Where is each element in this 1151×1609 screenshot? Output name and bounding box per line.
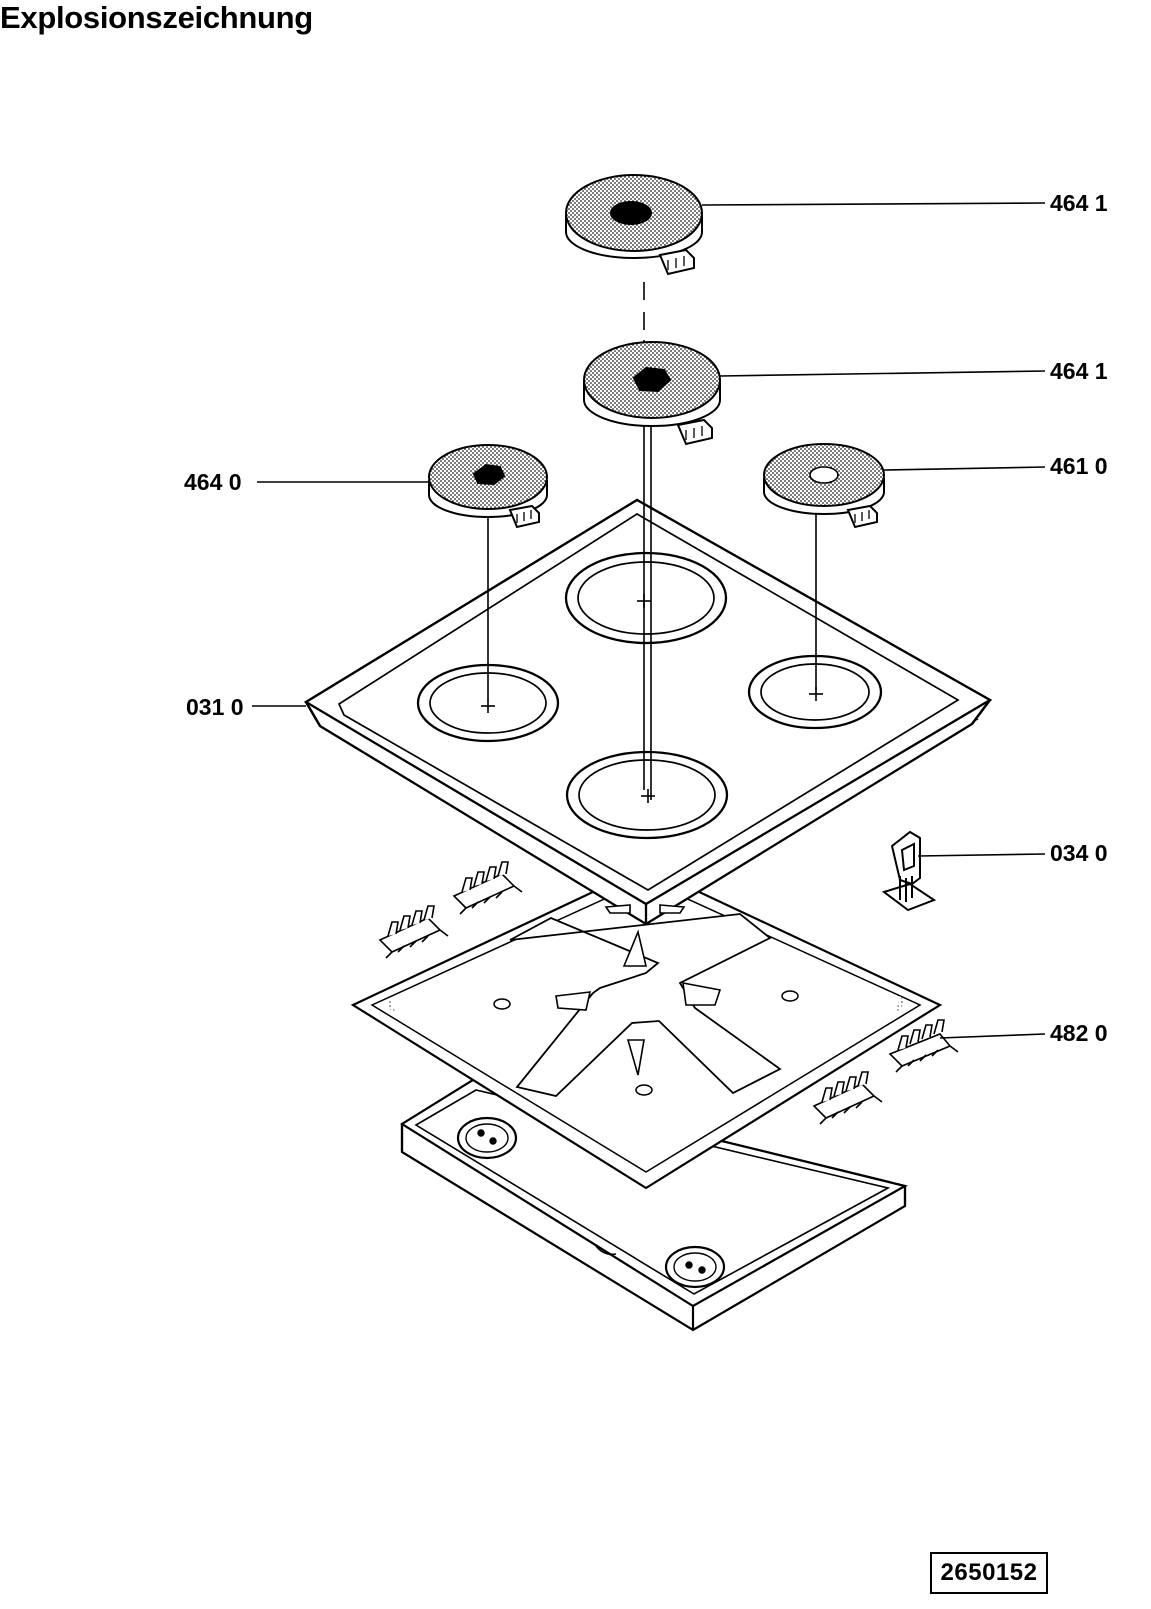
label-holder-clip: 034 0 [1050, 840, 1108, 866]
hob-frame [303, 498, 993, 926]
document-number: 2650152 [930, 1552, 1048, 1594]
terminal-block-1 [378, 905, 449, 959]
zone-front [565, 750, 729, 840]
terminal-blocks [378, 861, 959, 1125]
tray-foot-right [664, 1245, 726, 1289]
terminal-block-3 [888, 1019, 959, 1073]
base-tray [399, 1078, 908, 1332]
hotplate-top [565, 174, 703, 276]
label-plate-back: 464 1 [1050, 358, 1108, 384]
label-terminal-block: 482 0 [1050, 1020, 1108, 1046]
hotplate-right [763, 443, 885, 529]
tray-foot-left [456, 1116, 518, 1160]
zone-right [747, 654, 883, 730]
holder-clip [881, 830, 937, 912]
zone-back [564, 551, 728, 645]
hotplate-back [583, 341, 721, 446]
hotplate-left [428, 444, 548, 529]
label-plate-right: 461 0 [1050, 453, 1108, 479]
support-plate [350, 865, 943, 1190]
label-hob-frame: 031 0 [186, 694, 244, 720]
terminal-block-2 [452, 861, 523, 915]
label-plate-left: 464 0 [184, 469, 242, 495]
assembly-axes [487, 282, 817, 800]
label-plate-top: 464 1 [1050, 190, 1108, 216]
terminal-block-4 [812, 1071, 883, 1125]
leader-lines [252, 202, 1046, 1039]
page-title: Explosionszeichnung [0, 0, 313, 35]
